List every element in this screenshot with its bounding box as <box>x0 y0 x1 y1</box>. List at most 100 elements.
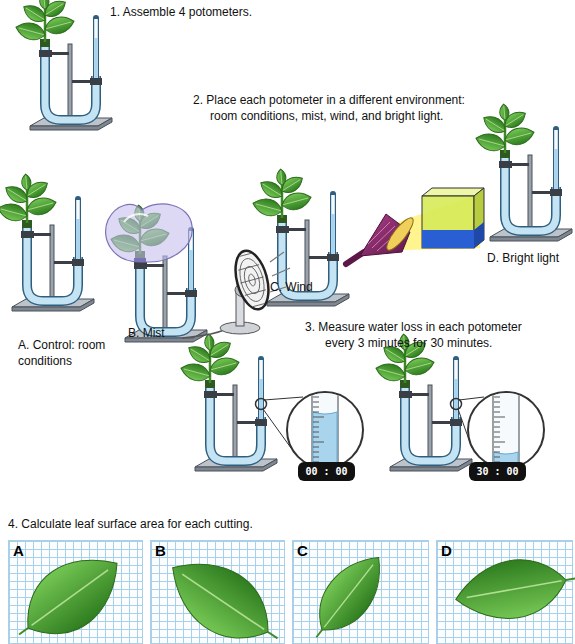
magnified-tube <box>313 427 319 428</box>
potometer <box>93 18 99 80</box>
leaf <box>26 8 44 19</box>
condition-label: B. Mist <box>128 325 165 341</box>
step-instruction: 3. Measure water loss in each potometer … <box>305 319 540 351</box>
leaf <box>43 13 76 36</box>
potometer <box>179 334 277 471</box>
potometer <box>505 157 556 231</box>
magnified-tube <box>494 437 500 438</box>
fan <box>272 268 290 276</box>
lamp-and-tank <box>474 222 484 248</box>
lamp-and-tank <box>383 215 417 254</box>
potometer <box>505 157 556 231</box>
potometer <box>553 129 559 191</box>
leaf <box>0 200 29 223</box>
magnified-tube <box>494 407 500 408</box>
potometer <box>94 19 98 80</box>
leaf <box>39 0 49 9</box>
potometer <box>68 44 72 122</box>
leaf <box>374 360 407 383</box>
potometer <box>75 199 81 261</box>
grid-panel: C <box>292 540 429 644</box>
potometer <box>45 46 96 120</box>
potometer <box>412 393 429 396</box>
leaf <box>21 174 31 191</box>
lamp-and-tank <box>422 230 474 248</box>
potometer <box>499 161 512 168</box>
magnifier <box>459 397 484 400</box>
potometer <box>27 227 78 301</box>
magnified-tube <box>494 402 500 403</box>
potometer <box>54 261 72 264</box>
timer-text: 30 : 00 <box>476 466 518 477</box>
magnifier <box>256 399 267 410</box>
leaf <box>503 124 536 147</box>
fan-grille <box>238 265 259 271</box>
leaf <box>503 124 536 147</box>
magnified-tube <box>494 427 500 428</box>
potometer <box>50 225 54 303</box>
leaf <box>451 550 575 628</box>
potometer <box>474 104 572 241</box>
lamp-and-tank <box>422 196 474 248</box>
fan-grille <box>240 277 263 283</box>
potometer <box>454 379 458 421</box>
leaf <box>276 169 286 186</box>
potometer <box>405 387 456 461</box>
leaf <box>268 632 278 638</box>
leaf <box>1 209 26 216</box>
magnifier <box>264 397 303 400</box>
leaf <box>263 184 281 195</box>
potometer <box>237 421 255 424</box>
potometer <box>528 155 532 233</box>
leaf <box>209 336 210 350</box>
leaf <box>19 628 28 634</box>
leaf <box>184 369 209 376</box>
leaf <box>25 194 58 217</box>
potometer <box>72 259 84 266</box>
grid-panel: A <box>8 540 143 644</box>
potometer <box>14 0 112 130</box>
potometer <box>432 421 450 424</box>
potometer <box>140 258 191 332</box>
step-instruction: 2. Place each potometer in a different e… <box>193 92 478 124</box>
leaf <box>499 104 509 121</box>
potometer <box>532 191 550 194</box>
leaf <box>204 334 214 351</box>
leaf <box>479 139 504 146</box>
magnified-tube <box>494 457 500 458</box>
magnified-tube <box>494 447 500 448</box>
potometer <box>21 231 34 238</box>
magnified-tube <box>313 417 324 418</box>
condition-label: D. Bright light <box>487 250 559 266</box>
potometer <box>327 254 339 261</box>
magnifier <box>451 399 462 410</box>
potometer <box>428 385 432 463</box>
potometer <box>550 189 562 196</box>
fan <box>270 252 284 262</box>
potometer <box>405 387 456 461</box>
leaf <box>155 542 285 644</box>
leaf <box>0 200 29 223</box>
potometer <box>72 80 90 83</box>
leaf <box>256 204 281 211</box>
leaf <box>43 13 76 36</box>
potometer <box>34 233 51 236</box>
potometer <box>185 290 197 297</box>
leaf <box>251 195 284 218</box>
leaf <box>26 176 27 190</box>
timer-display: 00 : 00 <box>298 462 355 481</box>
panel-letter: C <box>293 541 428 560</box>
leaf <box>182 574 264 629</box>
magnified-tube <box>494 422 500 423</box>
leaf <box>304 544 396 644</box>
potometer <box>189 250 193 292</box>
magnified-tube <box>313 412 319 413</box>
potometer <box>276 226 289 233</box>
potometer <box>309 256 327 259</box>
leaf <box>474 130 507 153</box>
magnified-tube <box>494 392 505 393</box>
condition-label: C. Wind <box>270 279 313 295</box>
leaf <box>451 552 571 628</box>
fan-grille <box>253 304 265 307</box>
